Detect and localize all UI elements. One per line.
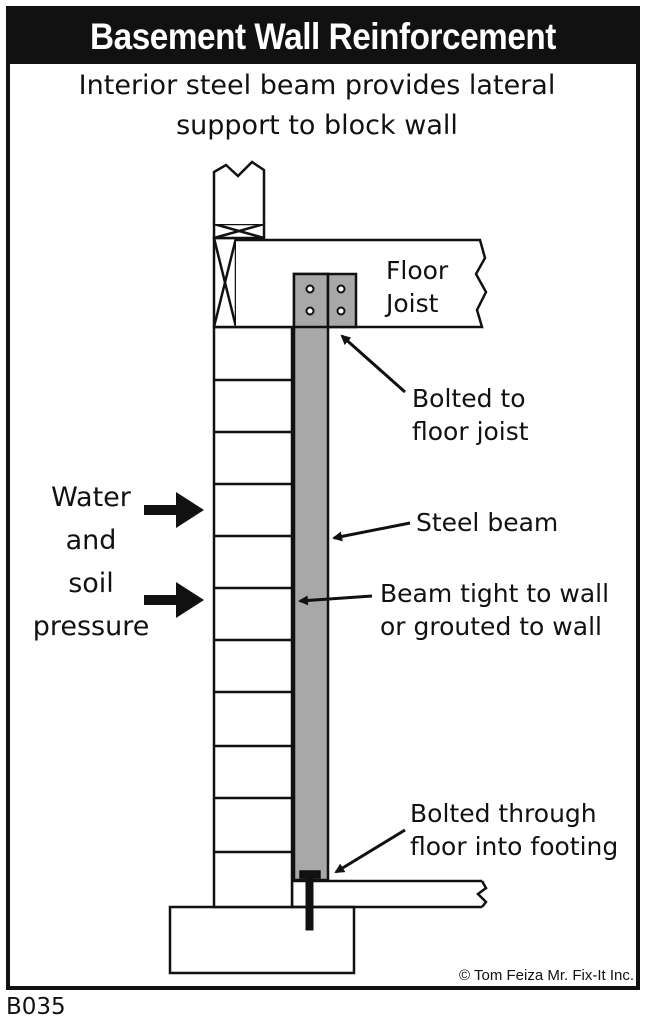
label-bolted-joist-line1: Bolted to bbox=[412, 384, 526, 413]
label-beam-tight: Beam tight to wall or grouted to wall bbox=[380, 577, 609, 643]
floor-slab bbox=[290, 879, 488, 909]
label-water-line2: and bbox=[65, 525, 117, 556]
bracket-bolts bbox=[305, 284, 346, 316]
label-bolted-joist: Bolted to floor joist bbox=[412, 382, 529, 448]
label-floor-joist-line2: Joist bbox=[386, 289, 439, 318]
pressure-arrows bbox=[144, 492, 204, 618]
callout-arrows bbox=[298, 334, 411, 874]
label-bolted-joist-line2: floor joist bbox=[412, 417, 529, 446]
label-steel-beam-line1: Steel beam bbox=[416, 508, 559, 537]
label-bolted-floor-line1: Bolted through bbox=[410, 799, 597, 828]
title-bar: Basement Wall Reinforcement bbox=[10, 10, 636, 64]
label-floor-joist-line1: Floor bbox=[386, 256, 449, 285]
footing bbox=[168, 905, 356, 975]
label-floor-joist: Floor Joist bbox=[386, 254, 448, 320]
label-beam-tight-line1: Beam tight to wall bbox=[380, 579, 610, 608]
anchor-bolt bbox=[299, 870, 321, 931]
label-water-line4: pressure bbox=[32, 611, 150, 642]
sill-and-rim bbox=[212, 222, 266, 329]
subtitle-line-1: Interior steel beam provides lateral bbox=[78, 70, 556, 101]
label-water-pressure: Water and soil pressure bbox=[24, 476, 158, 648]
floor-joist bbox=[236, 238, 488, 329]
subtitle-line-2: support to block wall bbox=[176, 110, 458, 141]
label-water-line3: soil bbox=[68, 568, 114, 599]
label-bolted-floor-line2: floor into footing bbox=[410, 832, 619, 861]
label-water-line1: Water bbox=[51, 482, 131, 513]
block-wall bbox=[212, 325, 294, 909]
label-steel-beam: Steel beam bbox=[416, 506, 558, 539]
copyright-notice: © Tom Feiza Mr. Fix-It Inc. bbox=[459, 967, 634, 984]
steel-beam bbox=[292, 272, 330, 882]
diagram-subtitle: Interior steel beam provides lateral sup… bbox=[0, 66, 634, 146]
diagram-code: B035 bbox=[6, 994, 66, 1020]
wall-stud bbox=[212, 160, 266, 224]
diagram-title: Basement Wall Reinforcement bbox=[90, 16, 556, 57]
label-bolted-floor: Bolted through floor into footing bbox=[410, 797, 618, 863]
bracket-plates bbox=[292, 272, 358, 329]
label-beam-tight-line2: or grouted to wall bbox=[380, 612, 602, 641]
